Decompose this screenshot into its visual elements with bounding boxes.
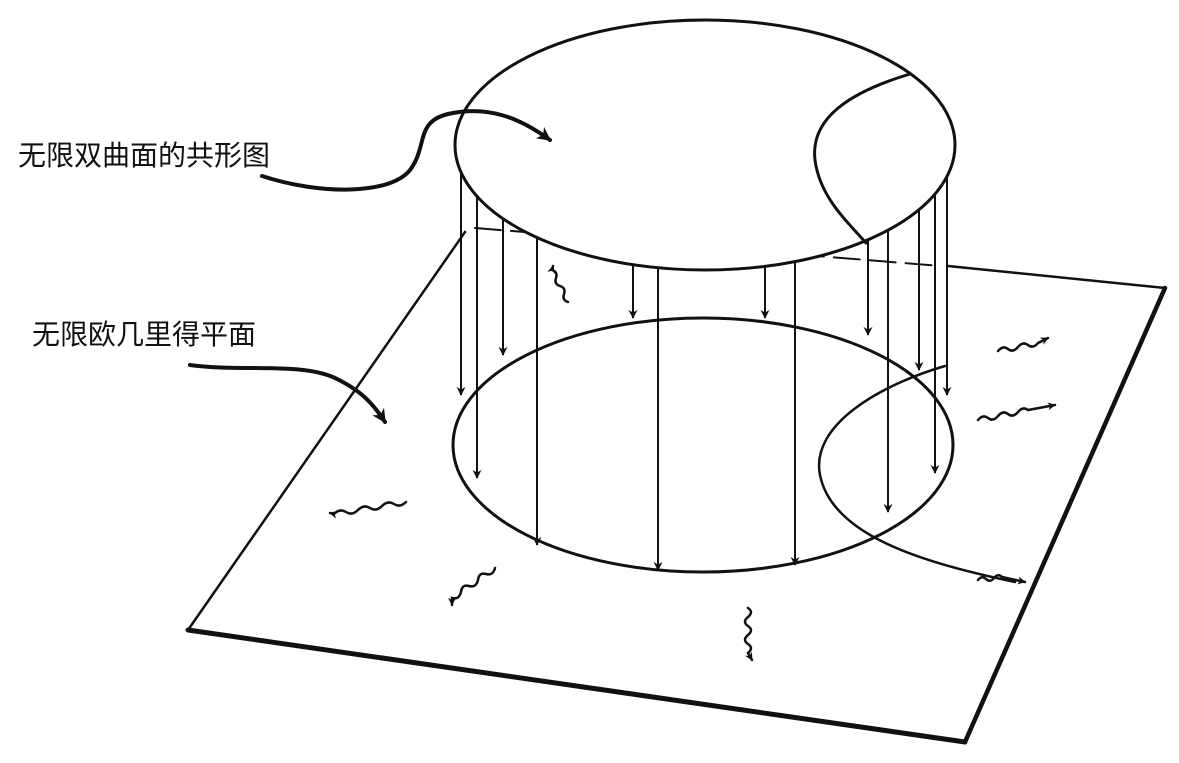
euclidean-plane-label: 无限欧几里得平面	[32, 318, 257, 351]
wavy-arrows	[328, 264, 1057, 662]
wavy-arrow	[328, 500, 408, 519]
wavy-arrow	[743, 606, 754, 662]
boundary-curve-lower	[817, 364, 1017, 584]
boundary-curve-upper	[813, 72, 912, 245]
euclidean-plane	[185, 227, 1168, 745]
pointer-arrow-top	[260, 109, 552, 192]
label-pointers	[188, 109, 552, 424]
wavy-arrow	[976, 574, 1027, 585]
hyperbolic-disc	[453, 18, 957, 272]
wavy-arrow	[547, 264, 570, 304]
pointer-arrow-bottom	[188, 363, 387, 424]
hole-outline	[451, 316, 955, 574]
wavy-arrow	[976, 402, 1057, 422]
wavy-arrow	[996, 336, 1050, 353]
plane-edge-right	[962, 285, 1168, 745]
wavy-arrow	[448, 566, 497, 607]
plane-edge-back-right	[946, 264, 1167, 290]
disc-outline	[453, 18, 957, 272]
projection-lines	[456, 170, 952, 571]
hyperbolic-plane-label: 无限双曲面的共形图	[18, 139, 271, 172]
plane-edge-left	[186, 230, 467, 632]
plane-edge-front	[185, 627, 968, 745]
